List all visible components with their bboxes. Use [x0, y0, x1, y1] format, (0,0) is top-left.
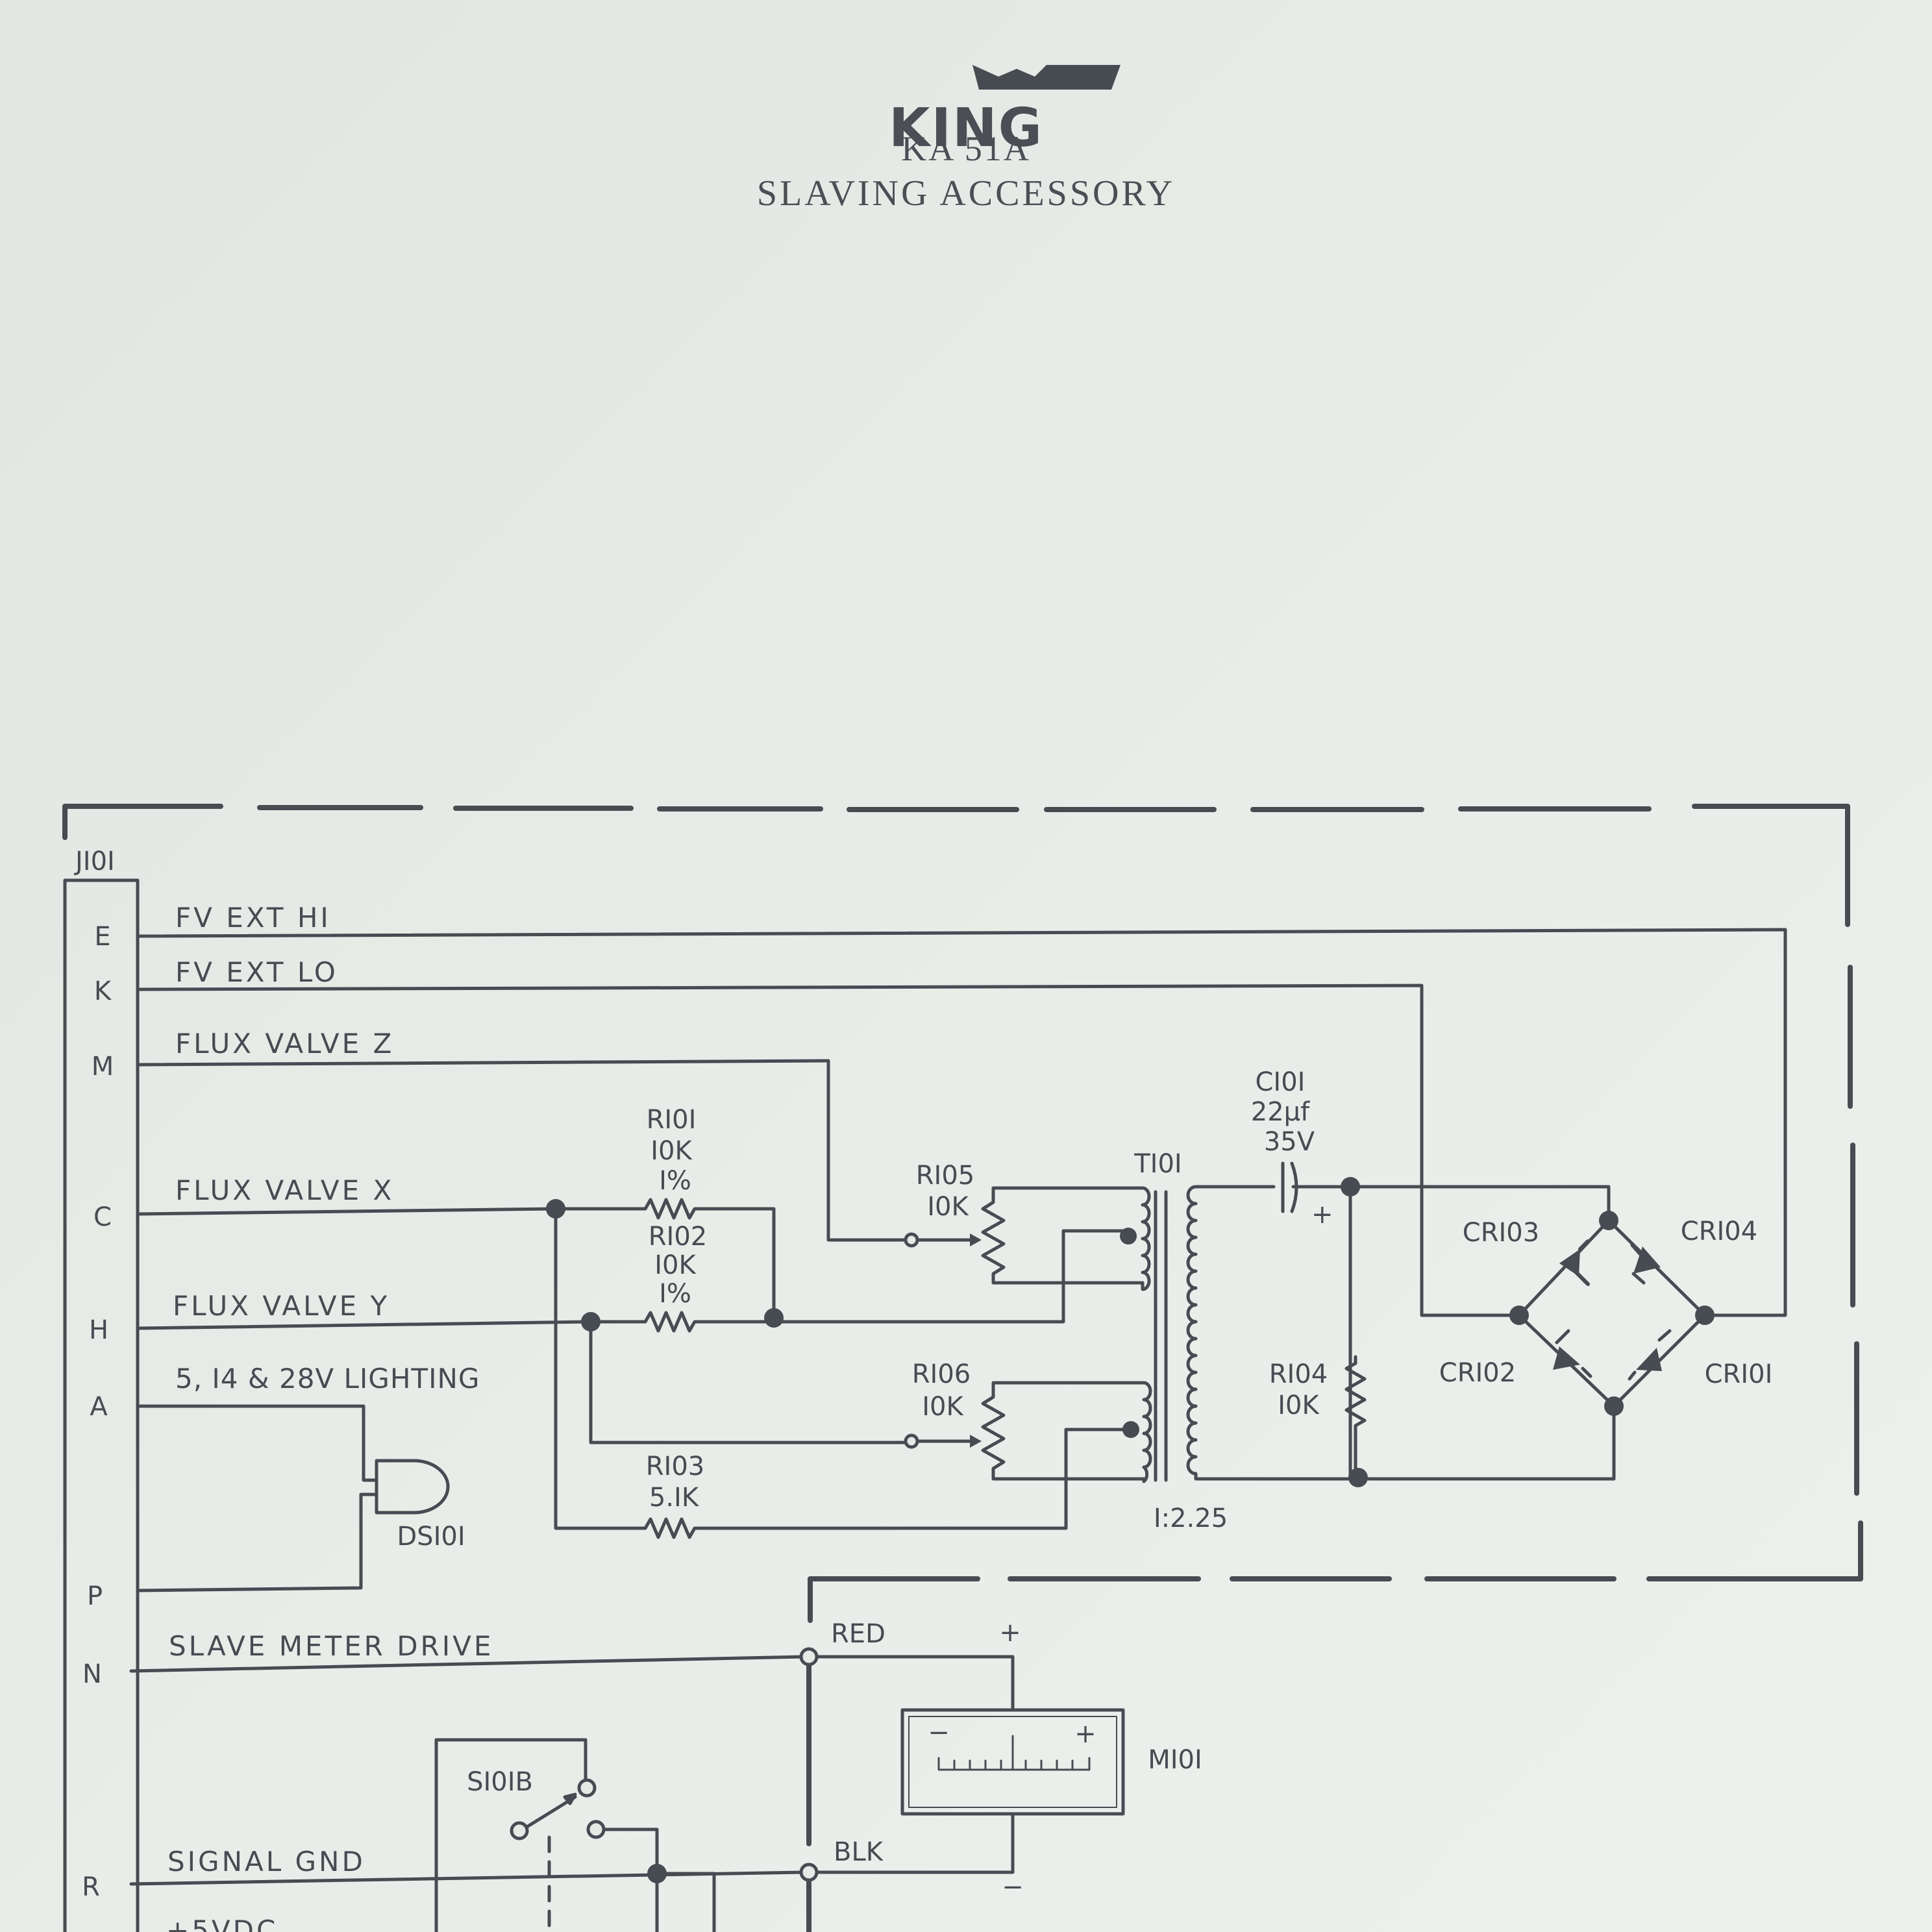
r102-value: I0K: [654, 1250, 697, 1280]
r103-value: 5.IK: [649, 1483, 700, 1513]
wire-lighting: [136, 1404, 378, 1592]
resistor-r104: [1344, 1355, 1367, 1480]
signal-label: FV EXT LO: [175, 956, 338, 988]
diode-cr102: [1553, 1346, 1580, 1370]
c101-ref: CI0I: [1256, 1067, 1306, 1097]
enclosure-dashed-border: [62, 804, 1863, 1932]
crown-logo-icon: [972, 65, 1121, 90]
signal-label: FLUX VALVE X: [175, 1174, 394, 1206]
r101-tolerance: I%: [659, 1166, 691, 1196]
cr102-label: CRI02: [1439, 1358, 1516, 1388]
pin-label: E: [94, 922, 110, 952]
signal-label: FLUX VALVE Z: [175, 1028, 394, 1059]
r105-value: I0K: [927, 1192, 969, 1222]
cr104-label: CRI04: [1681, 1217, 1757, 1246]
potentiometer-r106: [981, 1381, 1146, 1481]
pin-label: C: [93, 1202, 112, 1232]
meter-red-label: RED: [831, 1619, 886, 1649]
potentiometer-r105: [981, 1186, 1145, 1285]
c101-value: 22μf: [1251, 1097, 1310, 1127]
pin-label: P: [87, 1581, 103, 1611]
r103-ref: RI03: [646, 1452, 705, 1481]
signal-label: 5, I4 & 28V LIGHTING: [175, 1363, 480, 1394]
signal-label: FLUX VALVE Y: [173, 1290, 390, 1322]
r105-ref: RI05: [916, 1161, 975, 1191]
r102-ref: RI02: [649, 1222, 708, 1252]
c101-voltage: 35V: [1264, 1127, 1315, 1157]
r101-value: I0K: [650, 1136, 693, 1166]
connector-label: JI0I: [73, 847, 115, 876]
meter-scale-plus: +: [1074, 1719, 1096, 1749]
s101b-label: SI0IB: [467, 1767, 533, 1797]
switch-s101b: [434, 1738, 716, 1932]
meter-plus-terminal: +: [999, 1618, 1021, 1648]
diode-cr103: [1559, 1249, 1580, 1276]
pin-label: H: [89, 1315, 108, 1345]
lamp-ds101: [375, 1459, 450, 1515]
meter-minus-terminal: −: [1002, 1872, 1024, 1902]
wire-fv-ext-hi: [137, 928, 1787, 1317]
page-title: SLAVING ACCESSORY: [756, 173, 1176, 214]
t101-ref: TI0I: [1133, 1149, 1182, 1179]
transformer-t101-secondary: [1186, 1185, 1616, 1481]
wire-flux-valve-z: [137, 1059, 910, 1242]
cr103-label: CRI03: [1463, 1218, 1539, 1248]
signal-label: +5VDC: [166, 1914, 278, 1932]
model-number: KA 51A: [901, 129, 1031, 168]
transformer-t101-primary: [1141, 1186, 1152, 1483]
connector-j101-block: [63, 878, 140, 1932]
signal-label: FV EXT HI: [175, 902, 331, 934]
r106-value: I0K: [922, 1392, 964, 1422]
wire-flux-valve-x: [137, 1198, 776, 1320]
wire-slave-meter-drive: [129, 1655, 1015, 1712]
r104-value: I0K: [1278, 1391, 1320, 1420]
signal-label: SIGNAL GND: [167, 1846, 365, 1877]
c101-plus-sign: +: [1311, 1200, 1333, 1230]
cr101-label: CRI0I: [1705, 1359, 1773, 1389]
signal-label: SLAVE METER DRIVE: [169, 1630, 493, 1662]
wire-flux-valve-y: [137, 1229, 1133, 1333]
r104-ref: RI04: [1269, 1359, 1328, 1389]
r101-ref: RI0I: [647, 1105, 697, 1135]
pin-label: R: [82, 1872, 100, 1902]
m101-label: MI0I: [1148, 1745, 1202, 1775]
diode-cr101: [1636, 1348, 1662, 1371]
meter-m101: [900, 1708, 1125, 1816]
pin-label: K: [94, 976, 112, 1006]
ds101-label: DSI0I: [397, 1522, 465, 1552]
pin-label: M: [92, 1052, 114, 1082]
junction-dots: [546, 1177, 1715, 1883]
pin-label: N: [82, 1659, 102, 1689]
bridge-rectifier: [1517, 1219, 1707, 1408]
t101-ratio: I:2.25: [1154, 1504, 1228, 1533]
king-logo-text: KING: [889, 97, 1043, 159]
meter-scale-minus: −: [928, 1718, 950, 1748]
wire-fv-ext-lo: [137, 984, 1521, 1317]
pin-label: A: [90, 1392, 108, 1422]
r102-tolerance: I%: [659, 1279, 691, 1309]
r106-ref: RI06: [912, 1359, 971, 1389]
meter-blk-label: BLK: [834, 1837, 884, 1867]
